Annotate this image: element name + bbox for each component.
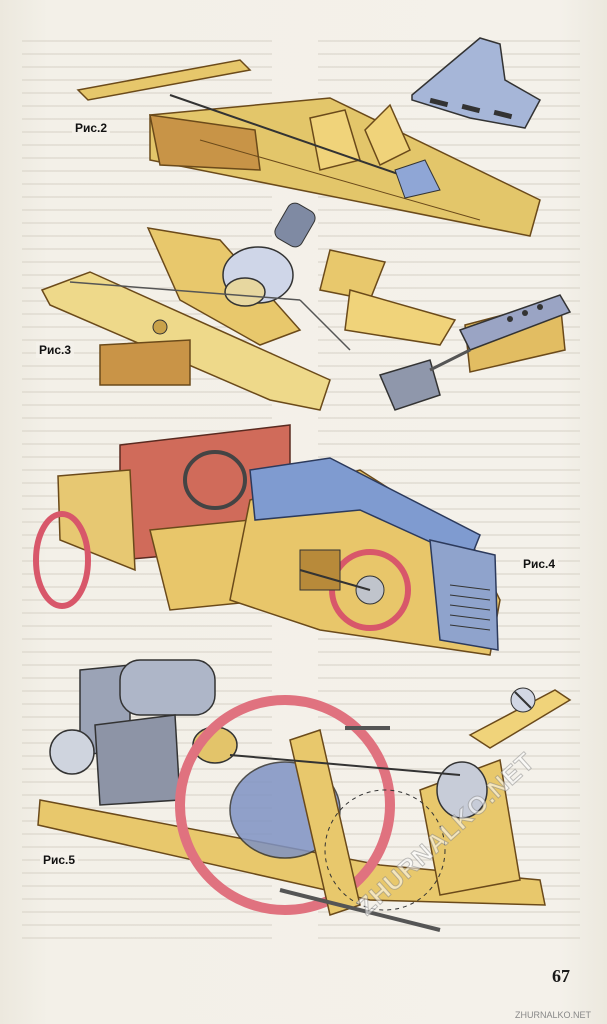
- page-number: 67: [552, 966, 570, 986]
- fig2-drawing: [76, 37, 542, 237]
- figure-label-4: Рис.4: [520, 556, 559, 572]
- figure-label-5: Рис.5: [40, 852, 79, 868]
- figure-label-2: Рис.2: [72, 120, 111, 136]
- figure-label-3: Рис.3: [36, 342, 75, 358]
- fig5-drawing: [37, 659, 546, 932]
- fig3-drawing: [40, 202, 572, 411]
- fig4-drawing: [33, 424, 572, 749]
- watermark-small: ZHURNALKO.NET: [515, 1010, 592, 1020]
